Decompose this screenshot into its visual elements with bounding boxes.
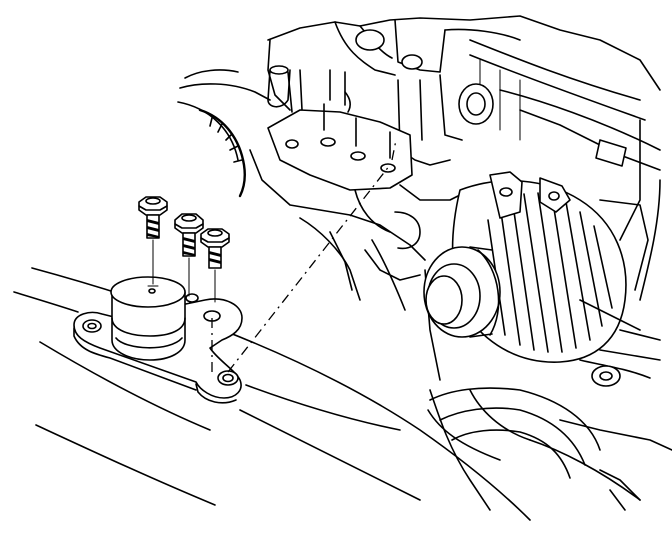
mount-bolts <box>138 196 230 269</box>
engine-block <box>177 15 672 511</box>
insulator <box>110 276 186 361</box>
bolt-3 <box>200 228 230 269</box>
alignment-lines <box>152 139 397 373</box>
bolt-1 <box>138 196 168 239</box>
generator <box>423 139 649 363</box>
bolt-2 <box>174 213 204 257</box>
